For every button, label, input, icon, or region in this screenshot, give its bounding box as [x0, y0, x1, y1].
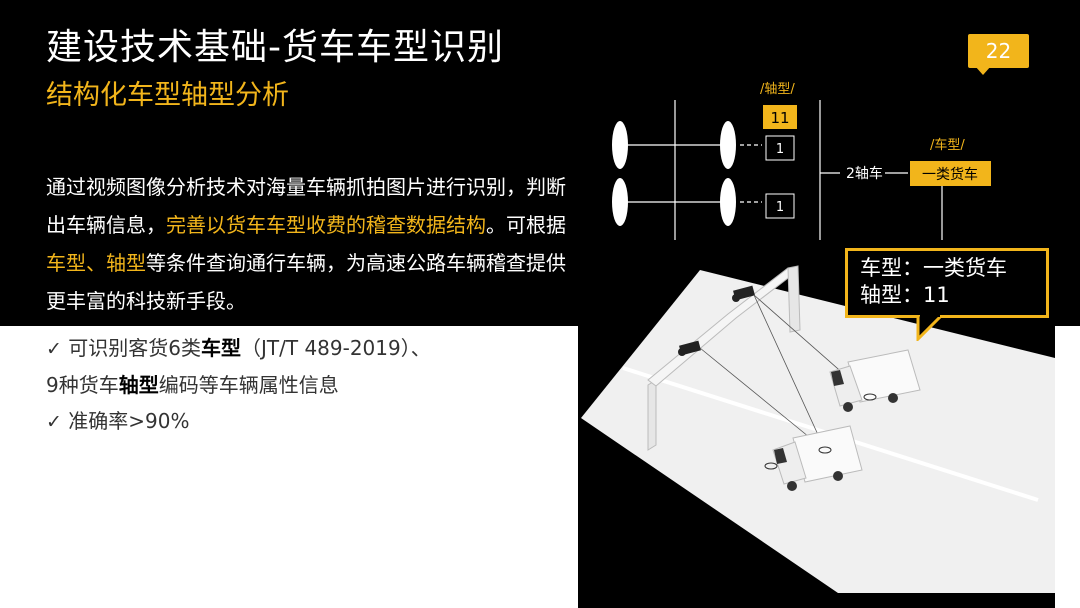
para-text-1: 通过视频图像分析技术对海量车辆抓拍图片进行识别，判断出车辆信息，	[46, 175, 566, 237]
slide-title: 建设技术基础-货车车型识别	[46, 27, 504, 68]
left-front-wheel-icon	[612, 121, 628, 169]
callout-axle-type: 轴型：11	[860, 283, 950, 307]
callout-vehicle-type: 车型：一类货车	[860, 256, 1007, 280]
result-callout: 车型：一类货车 轴型：11	[845, 248, 1049, 318]
check-icon: ✓	[46, 411, 62, 433]
axle-type-label: /轴型/	[760, 82, 795, 97]
description-paragraph: 通过视频图像分析技术对海量车辆抓拍图片进行识别，判断出车辆信息，完善以货车车型收…	[46, 168, 566, 320]
para-highlight-1: 完善以货车车型收费的稽查数据结构	[166, 213, 486, 237]
road-scene-illustration	[578, 240, 1055, 593]
para-text-3: 等条件查询通行车辆，为高速公路车辆稽查提供更丰富的科技新手段。	[46, 251, 566, 313]
check-text-pre: 9种货车	[46, 373, 119, 397]
axle-count-label: 2轴车	[846, 165, 883, 182]
gantry-structure	[647, 265, 801, 451]
right-front-wheel-icon	[720, 121, 736, 169]
white-edge-strip	[1055, 326, 1080, 608]
feature-checklist: ✓ 可识别客货6类车型（JT/T 489-2019）、 9种货车轴型编码等车辆属…	[46, 330, 566, 440]
axle-code-box	[763, 105, 797, 129]
page-number-badge: 22	[968, 34, 1029, 68]
axle-2-value: 1	[776, 200, 784, 215]
white-content-panel	[0, 326, 578, 608]
para-text-2: 。可根据	[486, 213, 566, 237]
check-item: ✓ 准确率>90%	[46, 403, 566, 440]
check-text-post: 编码等车辆属性信息	[158, 373, 339, 397]
check-text-post: （JT/T 489-2019）、	[241, 336, 431, 360]
axle-2-box	[765, 193, 795, 219]
check-icon: ✓	[46, 338, 62, 360]
check-text-pre: 可识别客货6类	[68, 336, 202, 360]
axle-code-value: 11	[770, 109, 789, 127]
vehicle-type-box	[910, 161, 991, 186]
check-text-bold: 轴型	[118, 373, 159, 397]
slide-subtitle: 结构化车型轴型分析	[46, 80, 289, 111]
truck-2-icon	[764, 425, 863, 491]
para-highlight-2: 车型、轴型	[46, 251, 146, 275]
check-text-bold: 车型	[201, 336, 242, 360]
callout-pointer	[916, 315, 945, 341]
right-rear-wheel-icon	[720, 178, 736, 226]
axle-1-value: 1	[776, 142, 784, 157]
vehicle-type-label: /车型/	[930, 137, 965, 153]
check-item: ✓ 可识别客货6类车型（JT/T 489-2019）、	[46, 330, 566, 367]
truck-1-icon	[829, 349, 921, 412]
axle-diagram: /轴型/ 11 1 1 2轴车 /车型/ 一类货车	[612, 82, 991, 250]
axle-1-box	[765, 135, 795, 161]
check-text-pre: 准确率>90%	[68, 409, 190, 433]
badge-tail	[975, 66, 991, 75]
vehicle-type-value: 一类货车	[922, 166, 978, 183]
check-item-continued: 9种货车轴型编码等车辆属性信息	[46, 367, 566, 403]
left-rear-wheel-icon	[612, 178, 628, 226]
